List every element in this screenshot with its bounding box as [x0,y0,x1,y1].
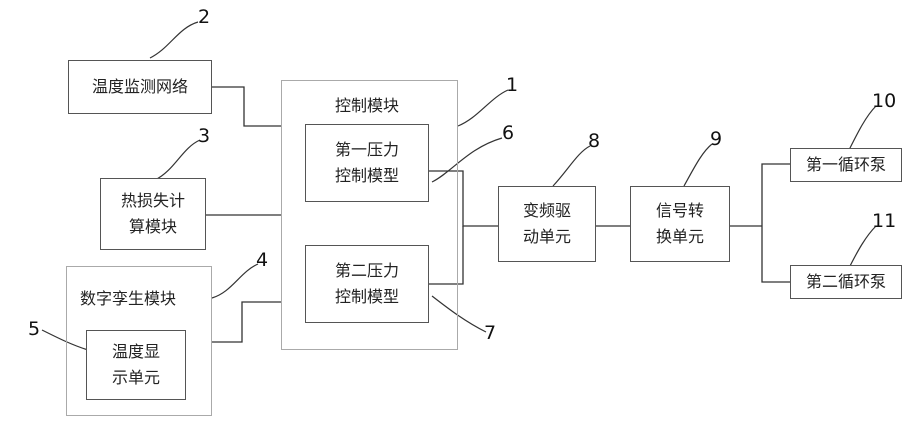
ref-number-3: 3 [198,125,210,147]
temp-monitor-network-box: 温度监测网络 [68,60,212,114]
pump-1-box: 第一循环泵 [790,148,902,182]
pressure-model-2-label: 第二压力 控制模型 [335,258,399,310]
ref-number-2: 2 [198,6,210,28]
ref-number-1: 1 [506,74,518,96]
ref-number-9: 9 [710,128,722,150]
ref-number-5: 5 [28,318,40,340]
ref-number-4: 4 [256,249,268,271]
control-module-label: 控制模块 [335,92,399,116]
ref-number-10: 10 [872,90,896,112]
signal-conversion-box: 信号转 换单元 [630,186,730,262]
pump-1-label: 第一循环泵 [806,152,886,178]
digital-twin-module-label: 数字孪生模块 [80,285,176,309]
temp-display-unit-box: 温度显 示单元 [86,330,186,400]
ref-number-7: 7 [484,322,496,344]
vfd-unit-box: 变频驱 动单元 [498,186,596,262]
heat-loss-module-box: 热损失计 算模块 [100,178,206,250]
pump-2-box: 第二循环泵 [790,265,902,299]
pressure-model-2-box: 第二压力 控制模型 [305,245,429,323]
heat-loss-module-label: 热损失计 算模块 [121,188,185,240]
temp-display-unit-label: 温度显 示单元 [112,339,160,391]
ref-number-11: 11 [872,210,896,232]
ref-number-8: 8 [588,130,600,152]
signal-conversion-label: 信号转 换单元 [656,198,704,250]
pump-2-label: 第二循环泵 [806,269,886,295]
pressure-model-1-label: 第一压力 控制模型 [335,137,399,189]
pressure-model-1-box: 第一压力 控制模型 [305,124,429,202]
vfd-unit-label: 变频驱 动单元 [523,198,571,250]
temp-monitor-network-label: 温度监测网络 [92,74,188,100]
ref-number-6: 6 [502,122,514,144]
